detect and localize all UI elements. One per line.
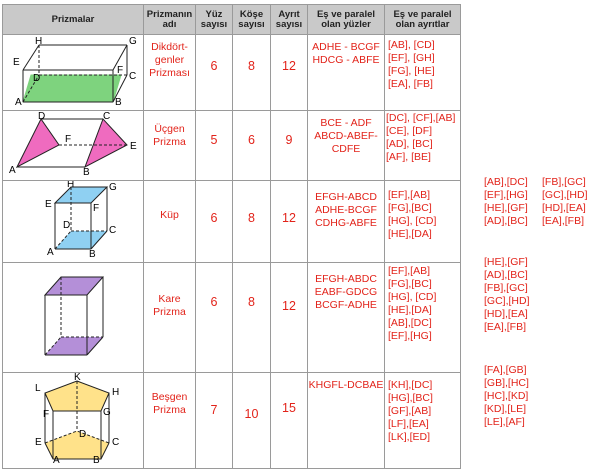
header-parallel-edges: Eş ve paralel olan ayrıtlar: [384, 4, 461, 35]
vertex-count: 8: [232, 180, 271, 263]
vertex-label: L: [35, 383, 41, 394]
vertex-label: D: [38, 111, 45, 122]
vertex-label: H: [112, 387, 119, 398]
header-row: Prizmalar Prizmanın adı Yüz sayısı Köşe …: [2, 4, 461, 35]
header-prisms: Prizmalar: [2, 4, 144, 35]
prism-name: Beşgen Prizma: [143, 372, 196, 469]
edge-count: 12: [270, 180, 308, 263]
vertex-count: 6: [232, 110, 271, 181]
vertex-label: A: [9, 165, 16, 175]
rectangular-prism-figure: H G E F D C A B: [13, 36, 137, 108]
vertex-label: K: [74, 373, 81, 383]
vertex-label: D: [63, 220, 70, 231]
face-count: 5: [195, 110, 233, 181]
cube-figure: H G E F D C A B: [45, 179, 117, 260]
vertex-label: B: [83, 167, 90, 175]
header-name: Prizmanın adı: [143, 4, 196, 35]
edge-count: 15: [270, 372, 308, 469]
extra-edges-list: [FB],[GC] [GC],[HD] [HD],[EA] [EA],[FB]: [542, 176, 588, 227]
vertex-label: F: [93, 203, 99, 214]
vertex-label: B: [115, 97, 122, 105]
parallel-faces: EFGH-ABCD ADHE-BCGF CDHG-ABFE: [307, 180, 385, 263]
parallel-faces: KHGFL-DCBAE: [307, 372, 385, 469]
triangular-prism-figure: D C F E A B: [9, 111, 137, 178]
vertex-label: D: [33, 73, 40, 84]
pentagonal-prism-figure: K L H G F E D C A B: [35, 372, 119, 466]
face-count: 6: [195, 180, 233, 263]
vertex-count: 8: [232, 34, 271, 111]
vertex-label: G: [129, 36, 137, 47]
prism-figure-cell: H G E F D C A B: [2, 34, 144, 111]
prism-name: Küp: [143, 180, 196, 263]
parallel-edges: [AB], [CD] [EF], [GH] [FG], [HE] [EA], […: [384, 34, 461, 111]
header-edges: Ayrıt sayısı: [270, 4, 308, 35]
vertex-label: F: [65, 134, 71, 145]
parallel-edges: [EF],[AB] [FG],[BC] [HG], [CD] [HE],[DA]…: [384, 262, 461, 373]
vertex-label: E: [45, 199, 52, 210]
vertex-label: C: [103, 111, 110, 122]
vertex-label: E: [35, 437, 42, 448]
vertex-label: B: [93, 455, 100, 463]
prism-figure-cell: D C F E A B: [2, 110, 144, 181]
parallel-faces: BCE - ADF ABCD-ABEF- CDFE: [307, 110, 385, 181]
extra-edges-list: [HE],[GF] [AD],[BC] [FB],[GC] [GC],[HD] …: [484, 256, 530, 333]
vertex-label: F: [117, 65, 123, 76]
header-vertices: Köşe sayısı: [232, 4, 271, 35]
vertex-label: D: [79, 429, 86, 440]
table-row: Kare Prizma 6 8 12 EFGH-ABDC EABF-GDCG B…: [2, 262, 461, 373]
vertex-label: A: [53, 455, 60, 463]
vertex-label: E: [130, 141, 137, 152]
edge-count: 12: [270, 262, 308, 373]
square-prism-figure: [43, 276, 105, 356]
edge-count: 12: [270, 34, 308, 111]
face-count: 6: [195, 34, 233, 111]
header-faces: Yüz sayısı: [195, 4, 233, 35]
parallel-edges: [EF],[AB] [FG],[BC] [HG], [CD] [HE],[DA]: [384, 180, 461, 263]
prism-table: Prizmalar Prizmanın adı Yüz sayısı Köşe …: [2, 4, 461, 469]
parallel-faces: ADHE - BCGF HDCG - ABFE: [307, 34, 385, 111]
vertex-label: C: [129, 71, 136, 82]
vertex-label: E: [13, 57, 20, 68]
table-row: H G E F D C A B Dikdört- genler Prizması…: [2, 34, 461, 111]
vertex-count: 10: [232, 372, 271, 469]
table-row: H G E F D C A B Küp 6 8 12 EFGH-ABCD ADH…: [2, 179, 461, 263]
vertex-label: G: [103, 407, 111, 418]
vertex-label: A: [15, 97, 22, 105]
vertex-label: C: [112, 437, 119, 448]
vertex-label: H: [67, 181, 74, 190]
vertex-label: B: [89, 249, 96, 257]
header-parallel-faces: Eş ve paralel olan yüzler: [307, 4, 385, 35]
prism-table-sheet: Prizmalar Prizmanın adı Yüz sayısı Köşe …: [2, 4, 588, 469]
vertex-label: C: [109, 225, 116, 236]
parallel-faces: EFGH-ABDC EABF-GDCG BCGF-ADHE: [307, 262, 385, 373]
edge-count: 9: [270, 110, 308, 181]
vertex-label: G: [109, 182, 117, 193]
vertex-label: F: [43, 409, 49, 420]
prism-name: Kare Prizma: [143, 262, 196, 373]
prism-name: Üçgen Prizma: [143, 110, 196, 181]
prism-figure-cell: K L H G F E D C A B: [2, 372, 144, 469]
parallel-edges: [KH],[DC] [HG],[BC] [GF],[AB] [LF],[EA] …: [384, 372, 461, 469]
parallel-edges: [DC], [CF],[AB] [CE], [DF] [AD], [BC] [A…: [384, 110, 461, 181]
face-count: 6: [195, 262, 233, 373]
extra-edges-list: [FA],[GB] [GB],[HC] [HC],[KD] [KD],[LE] …: [484, 364, 529, 428]
extra-edges-list: [AB],[DC] [EF],[HG] [HE],[GF] [AD],[BC]: [484, 176, 528, 227]
table-row: K L H G F E D C A B Beşgen Prizma 7 10 1…: [2, 372, 461, 469]
prism-name: Dikdört- genler Prizması: [143, 34, 196, 111]
table-row: D C F E A B Üçgen Prizma 5 6 9 BCE - ADF…: [2, 110, 461, 181]
face-count: 7: [195, 372, 233, 469]
vertex-label: A: [47, 247, 54, 257]
vertex-label: H: [35, 36, 42, 47]
prism-figure-cell: [2, 262, 144, 373]
prism-figure-cell: H G E F D C A B: [2, 179, 144, 263]
vertex-count: 8: [232, 262, 271, 373]
